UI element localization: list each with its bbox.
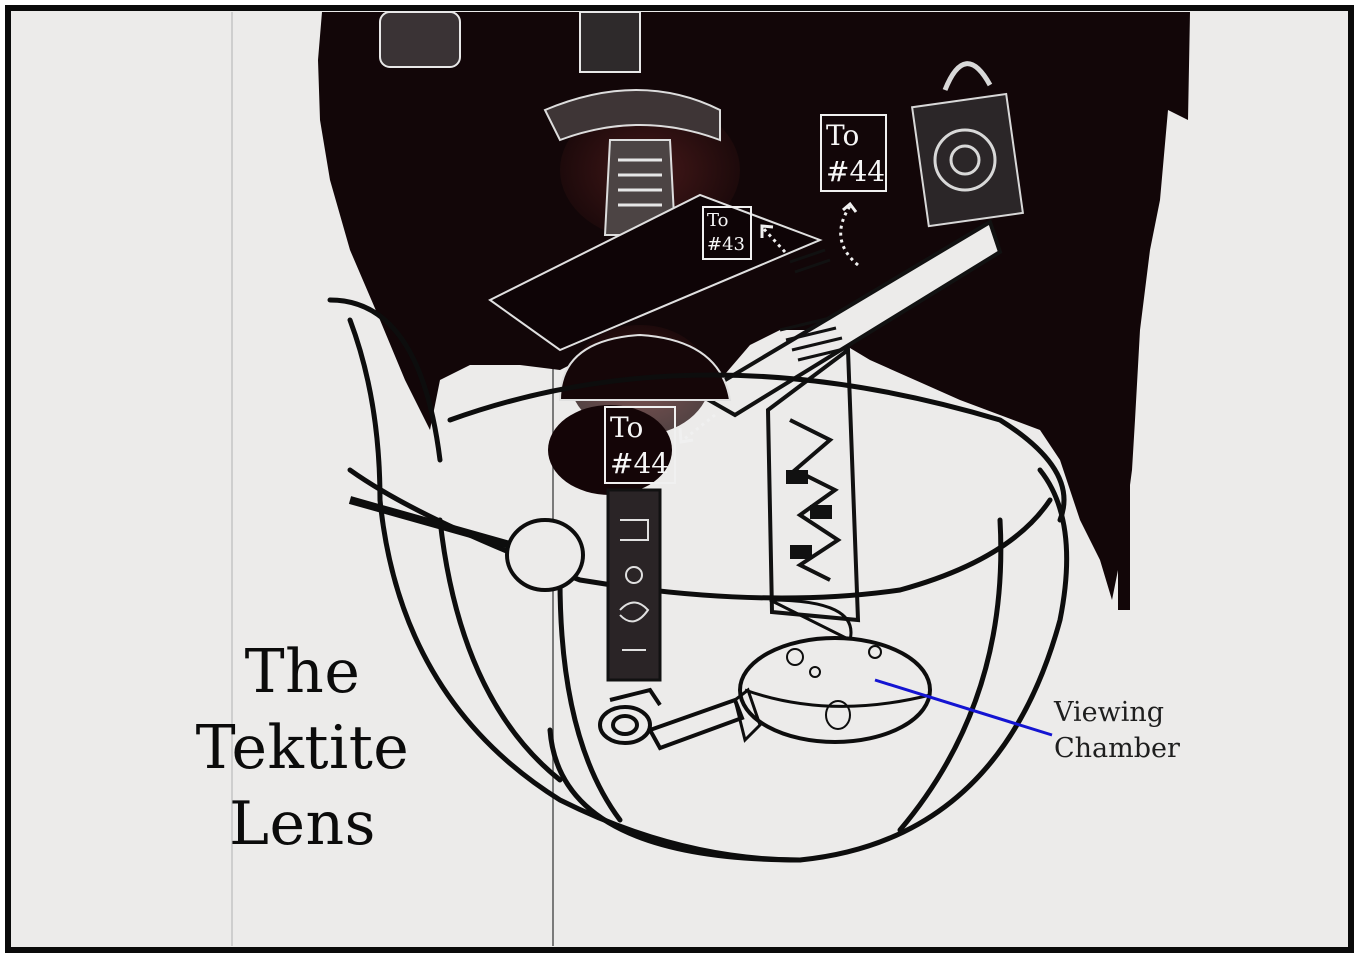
exit-label-to-44-lower[interactable]: To #44 xyxy=(604,406,676,484)
side-knob xyxy=(507,520,583,590)
exit-label-to-43[interactable]: To #43 xyxy=(702,206,752,260)
left-pipe xyxy=(608,490,660,680)
upper-pipe-a xyxy=(380,12,460,67)
exit-label-word: To xyxy=(707,209,747,233)
exit-label-number: #44 xyxy=(826,154,881,190)
exit-label-word: To xyxy=(826,118,881,154)
upper-pipe-b xyxy=(580,12,640,72)
exit-label-number: #44 xyxy=(610,446,670,482)
exit-label-word: To xyxy=(610,410,670,446)
map-title-line-1: The xyxy=(150,636,455,708)
exit-label-to-44-upper[interactable]: To #44 xyxy=(820,114,887,192)
viewing-chamber-label-line-2: Chamber xyxy=(1054,731,1180,767)
lock-plate xyxy=(912,94,1023,226)
map-title-line-3: Lens xyxy=(150,788,455,860)
map-title-line-2: Tektite xyxy=(150,712,455,784)
viewing-chamber-label-line-1: Viewing xyxy=(1054,695,1164,731)
exit-label-number: #43 xyxy=(707,233,747,257)
